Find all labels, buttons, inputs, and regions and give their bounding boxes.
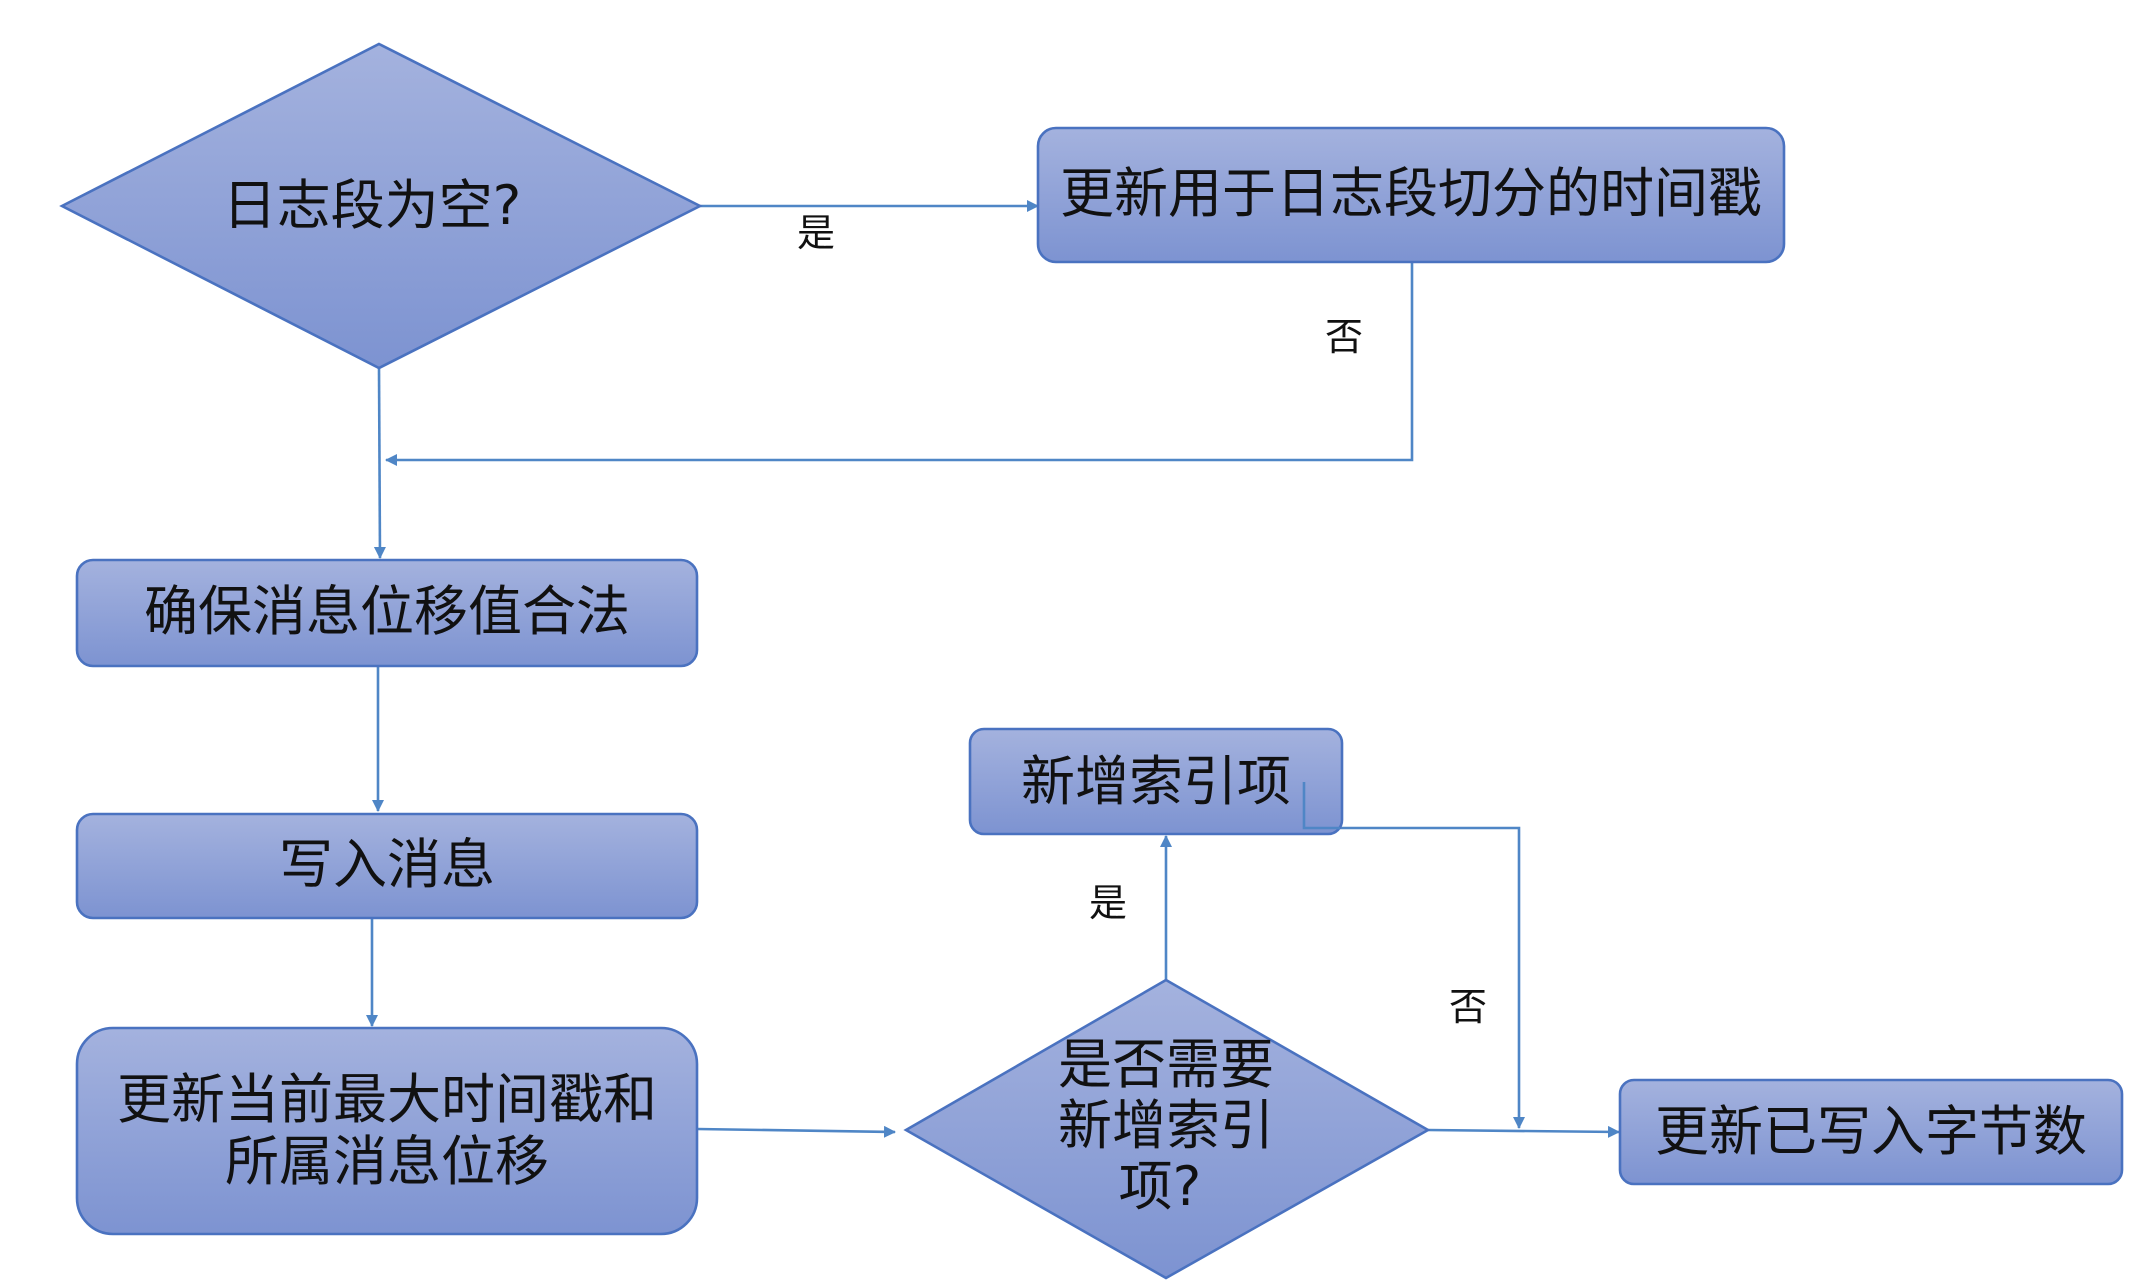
process-update-max-timestamp: 更新当前最大时间戳和 所属消息位移 — [75, 1026, 699, 1236]
decision-segment-empty: 日志段为空? — [59, 42, 703, 370]
process-write-messages: 写入消息 — [75, 812, 699, 920]
process-ensure-offset-valid: 确保消息位移值合法 — [75, 558, 699, 668]
decision-need-index-line-2: 新增索引 — [1058, 1094, 1274, 1157]
process-update-max-timestamp-line-1: 更新当前最大时间戳和 — [117, 1068, 657, 1131]
edge-need-index-no — [1427, 1125, 1620, 1138]
decision-need-index-line-1: 是否需要 — [1058, 1033, 1274, 1096]
process-update-max-timestamp-line-2: 所属消息位移 — [225, 1130, 549, 1193]
process-add-index-entry-corner-line — [1302, 782, 1340, 830]
process-update-roll-timestamp-label: 更新用于日志段切分的时间戳 — [1060, 162, 1762, 225]
edge-label-segment-empty-yes: 是 — [797, 211, 835, 255]
process-add-index-entry: 新增索引项 — [968, 727, 1344, 836]
edge-decision-to-ensure-offset — [373, 367, 386, 559]
decision-segment-empty-label: 日志段为空? — [223, 174, 522, 237]
process-write-messages-label: 写入消息 — [279, 833, 495, 896]
edge-label-need-index-yes: 是 — [1089, 881, 1127, 925]
decision-need-index: 是否需要 新增索引 项? — [903, 978, 1431, 1280]
edge-roll-timestamp-return — [385, 262, 1414, 466]
process-update-bytes-written-label: 更新已写入字节数 — [1655, 1100, 2087, 1163]
process-update-bytes-written: 更新已写入字节数 — [1618, 1078, 2124, 1186]
edge-update-max-to-index-decision — [696, 1125, 896, 1138]
edge-add-index-to-bytes — [1340, 826, 1525, 1129]
edge-label-need-index-no: 否 — [1449, 985, 1487, 1029]
process-add-index-entry-label: 新增索引项 — [1021, 750, 1291, 813]
process-ensure-offset-valid-label: 确保消息位移值合法 — [144, 580, 630, 643]
process-update-roll-timestamp: 更新用于日志段切分的时间戳 — [1036, 126, 1786, 264]
decision-need-index-line-3: 项? — [1119, 1155, 1202, 1218]
edge-label-roll-timestamp-no: 否 — [1325, 315, 1363, 359]
